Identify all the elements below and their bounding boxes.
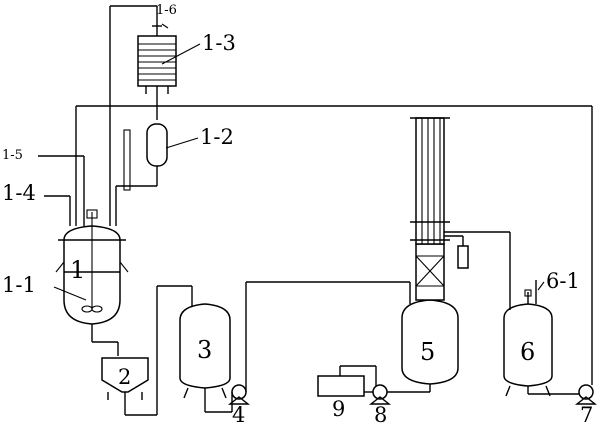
label-6: 6 bbox=[520, 338, 535, 366]
label-7: 7 bbox=[580, 403, 593, 427]
label-4: 4 bbox=[232, 403, 245, 427]
label-1-2: 1-2 bbox=[200, 125, 234, 149]
vessel-9 bbox=[317, 375, 365, 397]
tank-2 bbox=[101, 357, 149, 415]
leader-1-2 bbox=[165, 137, 199, 149]
pump-7 bbox=[574, 384, 598, 405]
piping bbox=[38, 5, 593, 416]
label-1: 1 bbox=[70, 256, 85, 284]
leader-6-1 bbox=[537, 281, 545, 291]
label-1-3: 1-3 bbox=[202, 31, 236, 55]
label-1-4: 1-4 bbox=[2, 181, 36, 205]
label-2: 2 bbox=[118, 365, 131, 389]
reactor-5 bbox=[401, 117, 469, 392]
leader-1-1 bbox=[53, 286, 87, 301]
receiver-1-2 bbox=[146, 123, 168, 176]
label-6-1: 6-1 bbox=[546, 269, 580, 293]
leader-1-6 bbox=[161, 23, 169, 29]
reactor-1 bbox=[55, 209, 129, 356]
label-5: 5 bbox=[420, 338, 435, 366]
label-1-5: 1-5 bbox=[2, 148, 23, 163]
tank-3 bbox=[179, 303, 231, 404]
pump-8 bbox=[368, 384, 392, 405]
label-9: 9 bbox=[332, 397, 345, 421]
leader-1-3 bbox=[161, 43, 201, 65]
label-8: 8 bbox=[374, 403, 387, 427]
label-1-1: 1-1 bbox=[2, 273, 36, 297]
label-1-6: 1-6 bbox=[156, 3, 177, 18]
label-3: 3 bbox=[197, 336, 212, 364]
